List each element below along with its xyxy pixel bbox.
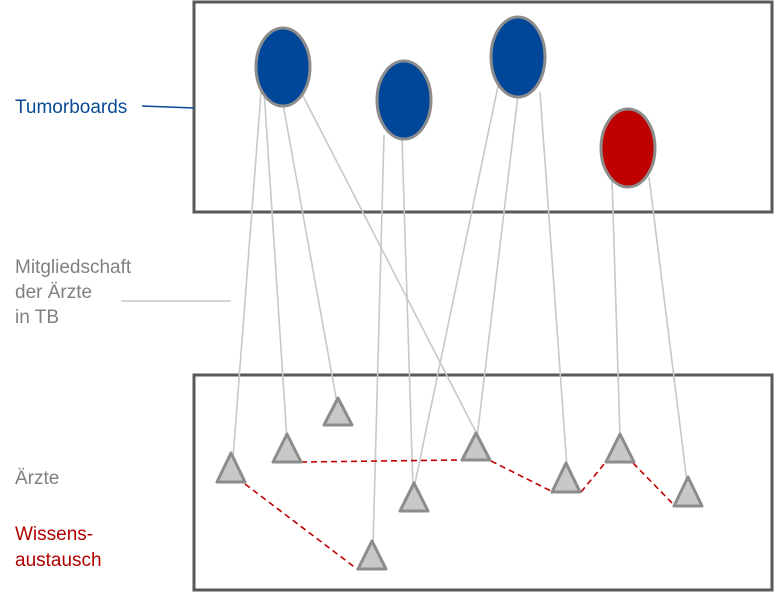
exchange-path (580, 462, 606, 493)
mitgliedschaft-label-line3: in TB (15, 307, 59, 328)
mitgliedschaft-label-line2: der Ärzte (15, 282, 92, 303)
knowledge-exchange-lines (244, 459, 676, 570)
membership-line (648, 176, 688, 483)
tumorboard-node-blue (254, 26, 312, 108)
exchange-path (490, 460, 554, 493)
exchange-path (632, 462, 676, 507)
doctor-node (550, 461, 582, 494)
membership-line (282, 103, 338, 404)
membership-line (232, 65, 264, 459)
exchange-path (300, 459, 460, 463)
doctor-node (460, 431, 492, 462)
membership-line (301, 93, 480, 439)
doctor-node (672, 475, 704, 508)
membership-line (413, 85, 499, 489)
tumorboard-node-red (599, 107, 657, 189)
wissensaustausch-label-line1: Wissens- (15, 524, 93, 545)
doctor-node (604, 432, 636, 464)
doctor-node (322, 396, 354, 427)
doctor-node (356, 539, 388, 571)
membership-line (611, 177, 621, 439)
membership-line (263, 89, 288, 441)
tumorboards-label-connector (141, 105, 195, 109)
aerzte-label: Ärzte (15, 468, 59, 489)
doctor-nodes (215, 396, 704, 571)
doctor-node (215, 451, 247, 484)
mitgliedschaft-label-line1: Mitgliedschaft (15, 257, 132, 278)
wissensaustausch-label-line2: austausch (15, 550, 102, 571)
tumorboard-node-blue (489, 15, 547, 99)
tumorboard-node-blue (375, 59, 433, 141)
doctor-node (271, 432, 303, 464)
tumorboards-frame (192, 0, 774, 214)
tumorboards-label: Tumorboards (15, 97, 127, 118)
exchange-path (244, 483, 358, 570)
aerzte-frame (192, 373, 774, 592)
membership-lines (232, 65, 688, 548)
membership-line (476, 94, 519, 439)
doctor-node (398, 481, 430, 513)
membership-line (539, 91, 568, 469)
membership-line (372, 134, 385, 548)
membership-line (401, 137, 414, 489)
tumorboard-nodes (254, 15, 657, 189)
